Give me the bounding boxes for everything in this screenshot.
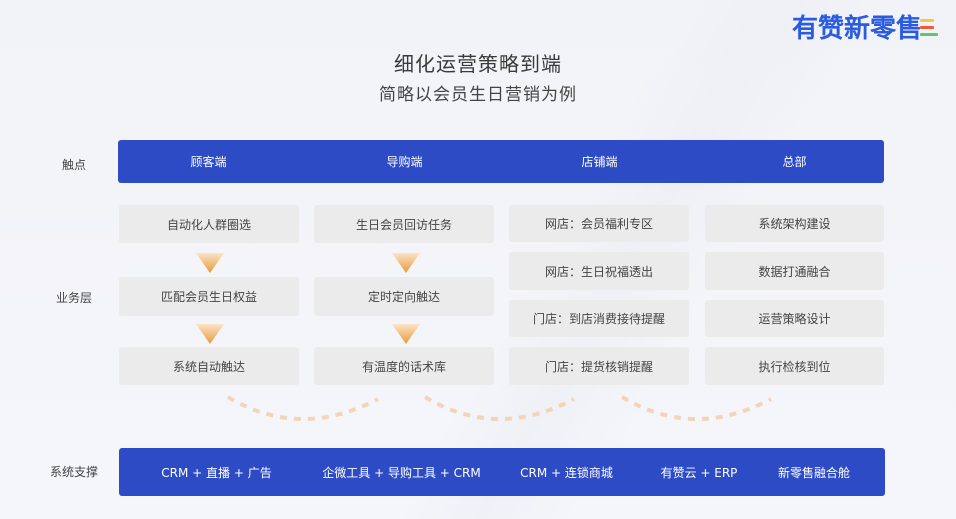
system-item: CRM + 连锁商城 — [520, 465, 613, 480]
store-item: 网店：会员福利专区 — [509, 205, 689, 242]
flow-step: 系统自动触达 — [119, 347, 299, 385]
hq-item: 运营策略设计 — [705, 300, 884, 337]
logo-bars-icon — [920, 15, 940, 37]
hq-item: 执行检核到位 — [705, 347, 884, 385]
store-item: 门店：到店消费接待提醒 — [509, 300, 689, 337]
store-item: 网店：生日祝福透出 — [509, 252, 689, 290]
page-subtitle: 简略以会员生日营销为例 — [379, 85, 577, 105]
system-support-bar: CRM + 直播 + 广告 企微工具 + 导购工具 + CRM CRM + 连锁… — [119, 448, 885, 496]
system-item: CRM + 直播 + 广告 — [161, 465, 272, 480]
logo-text: 有赞新零售 — [792, 13, 923, 44]
flow-step: 匹配会员生日权益 — [119, 277, 299, 316]
flow-step: 生日会员回访任务 — [314, 205, 494, 243]
touchpoint-guide: 导购端 — [386, 155, 423, 169]
row-label-system: 系统支撑 — [49, 465, 98, 479]
flow-step: 自动化人群圈选 — [119, 205, 299, 243]
brand-logo: 有赞新零售 — [792, 8, 940, 44]
row-label-business: 业务层 — [55, 291, 92, 305]
flow-step: 有温度的话术库 — [314, 347, 494, 385]
system-item: 新零售融合舱 — [777, 465, 850, 480]
flow-step: 定时定向触达 — [314, 277, 494, 316]
row-label-touchpoint: 触点 — [61, 158, 86, 172]
system-item: 企微工具 + 导购工具 + CRM — [322, 465, 481, 480]
system-item: 有赞云 + ERP — [660, 465, 738, 480]
touchpoint-store: 店铺端 — [581, 155, 618, 169]
touchpoint-bar: 顾客端 导购端 店铺端 总部 — [118, 140, 884, 183]
store-item: 门店：提货核销提醒 — [509, 347, 689, 385]
page-title: 细化运营策略到端 — [394, 52, 562, 76]
hq-item: 系统架构建设 — [705, 205, 884, 242]
hq-item: 数据打通融合 — [705, 252, 884, 290]
touchpoint-customer: 顾客端 — [190, 155, 227, 169]
dashed-connector-arcs — [226, 395, 772, 421]
touchpoint-hq: 总部 — [782, 155, 807, 169]
